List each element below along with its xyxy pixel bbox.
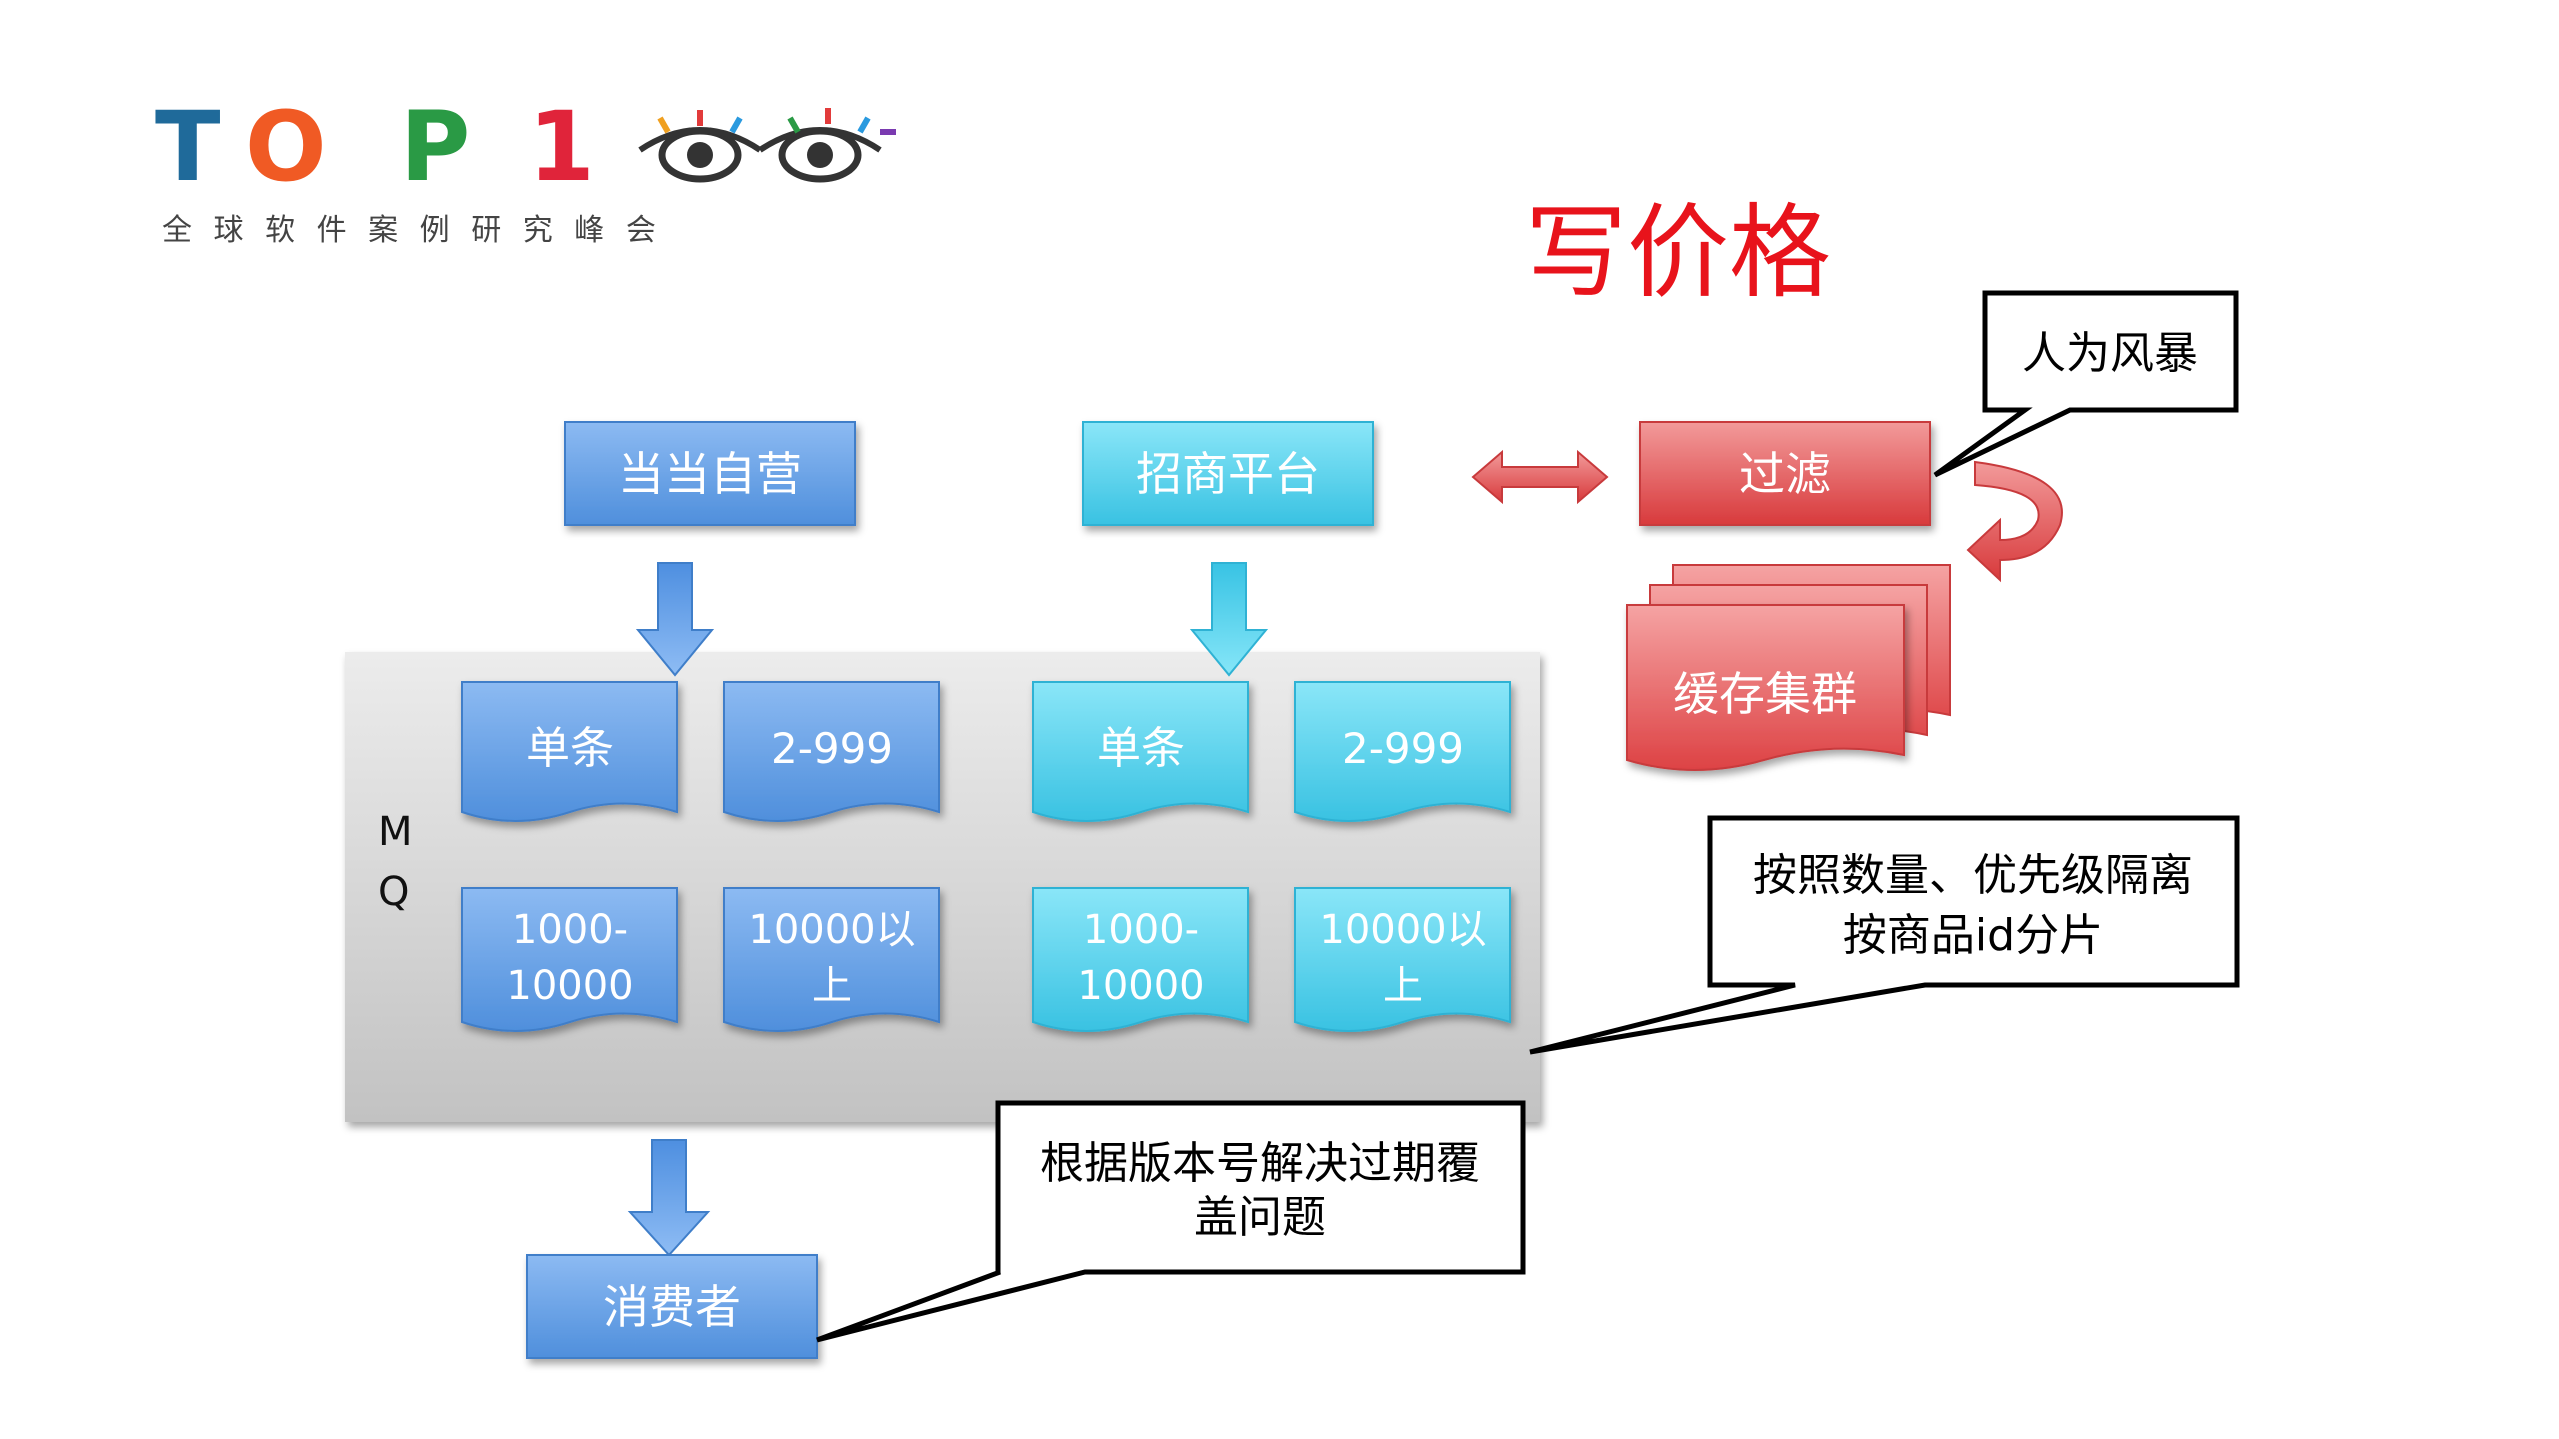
queue-blue-single: 单条 bbox=[461, 681, 678, 822]
filter-box: 过滤 bbox=[1639, 421, 1931, 526]
callout-storm-text: 人为风暴 bbox=[2022, 328, 2198, 379]
mq-label-line2: Q bbox=[378, 869, 409, 915]
logo-letter-p: P bbox=[400, 91, 470, 203]
callout-partition: 按照数量、优先级隔离 按商品id分片 bbox=[1529, 815, 2240, 1055]
callout-partition-line1: 按照数量、优先级隔离 bbox=[1753, 850, 2193, 901]
callout-storm: 人为风暴 bbox=[1933, 290, 2239, 478]
page-title: 写价格 bbox=[1525, 194, 1831, 313]
queue-cyan-single: 单条 bbox=[1032, 681, 1249, 822]
cache-cluster: 缓存集群 bbox=[1626, 564, 1951, 771]
queue-blue-large-batch: 10000以 上 bbox=[723, 887, 940, 1032]
queue-cyan-small-batch: 2-999 bbox=[1294, 681, 1511, 822]
filter-label: 过滤 bbox=[1739, 447, 1831, 501]
consumer-box: 消费者 bbox=[526, 1254, 818, 1359]
queue-cyan-small-batch-label: 2-999 bbox=[1342, 724, 1464, 773]
queue-cyan-large-batch-line1: 10000以 bbox=[1319, 907, 1486, 953]
callout-version: 根据版本号解决过期覆 盖问题 bbox=[816, 1100, 1526, 1343]
curved-arrow-filter-to-cache bbox=[1966, 460, 2063, 583]
callout-partition-line2: 按商品id分片 bbox=[1843, 910, 2103, 961]
logo-letter-1: 1 bbox=[528, 91, 595, 203]
mq-label-line1: M bbox=[378, 809, 413, 855]
queue-cyan-medium-batch-line2: 10000 bbox=[1077, 963, 1204, 1009]
logo: T O P 1 全 球 软 件 案 例 研 究 峰 会 bbox=[155, 91, 896, 248]
queue-blue-medium-batch-line2: 10000 bbox=[506, 963, 633, 1009]
source-platform-label: 招商平台 bbox=[1136, 447, 1320, 501]
logo-letter-o: O bbox=[245, 91, 327, 203]
source-self-label: 当当自营 bbox=[618, 447, 802, 501]
source-platform-box: 招商平台 bbox=[1082, 421, 1374, 526]
queue-blue-single-label: 单条 bbox=[526, 723, 614, 774]
queue-blue-large-batch-line1: 10000以 bbox=[748, 907, 915, 953]
queue-cyan-medium-batch: 1000- 10000 bbox=[1032, 887, 1249, 1032]
queue-cyan-large-batch-line2: 上 bbox=[1383, 963, 1423, 1009]
queue-blue-medium-batch-line1: 1000- bbox=[512, 907, 628, 953]
queue-cyan-single-label: 单条 bbox=[1097, 723, 1185, 774]
arrow-self-to-mq bbox=[635, 562, 715, 677]
double-arrow-platform-filter bbox=[1471, 449, 1609, 505]
cache-label: 缓存集群 bbox=[1673, 667, 1857, 721]
queue-cyan-large-batch: 10000以 上 bbox=[1294, 887, 1511, 1032]
queue-blue-medium-batch: 1000- 10000 bbox=[461, 887, 678, 1032]
callout-version-line1: 根据版本号解决过期覆 bbox=[1040, 1138, 1480, 1189]
consumer-label: 消费者 bbox=[603, 1280, 741, 1334]
queue-blue-small-batch-label: 2-999 bbox=[771, 724, 893, 773]
source-self-box: 当当自营 bbox=[564, 421, 856, 526]
callout-version-line2: 盖问题 bbox=[1194, 1192, 1326, 1243]
arrow-platform-to-mq bbox=[1189, 562, 1269, 677]
queue-blue-small-batch: 2-999 bbox=[723, 681, 940, 822]
queue-cyan-medium-batch-line1: 1000- bbox=[1083, 907, 1199, 953]
queue-blue-large-batch-line2: 上 bbox=[812, 963, 852, 1009]
eyes-icon bbox=[638, 108, 896, 183]
arrow-mq-to-consumer bbox=[627, 1139, 711, 1257]
logo-subtitle: 全 球 软 件 案 例 研 究 峰 会 bbox=[162, 213, 662, 248]
logo-letter-t: T bbox=[155, 91, 220, 203]
